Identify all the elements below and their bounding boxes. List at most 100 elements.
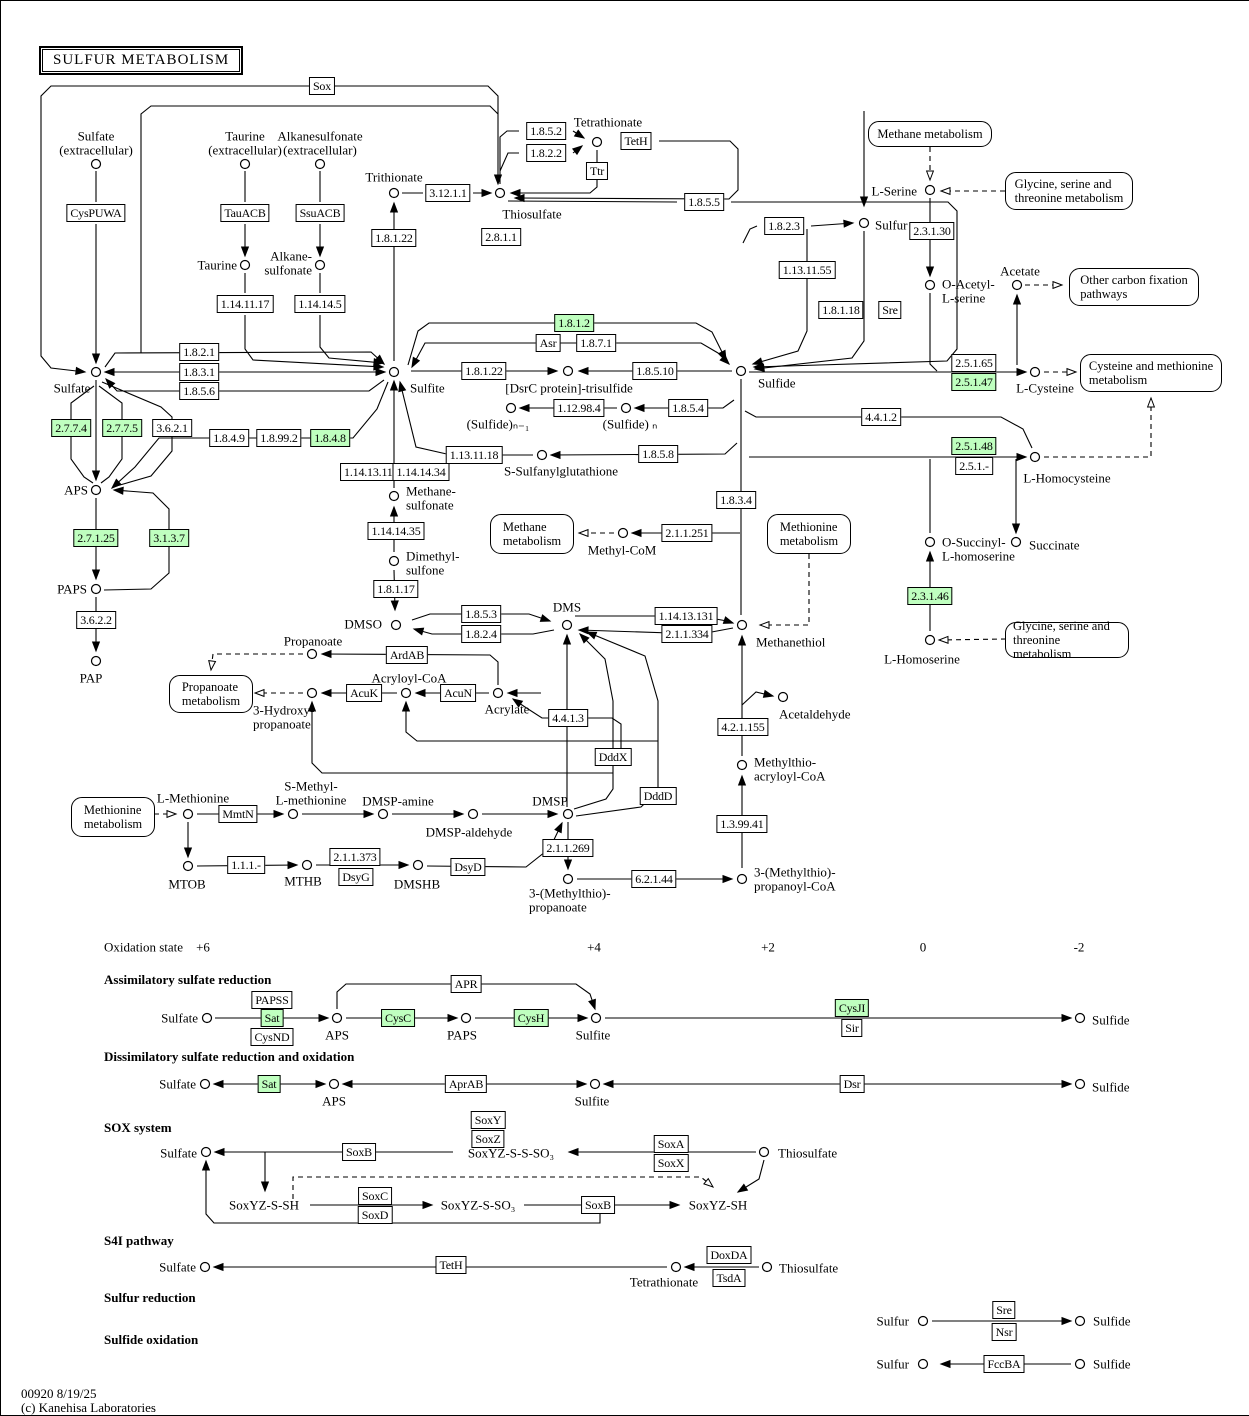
enzyme-box-1-8-1-22[interactable]: 1.8.1.22 xyxy=(371,229,417,247)
pathway-link-box-propanoate[interactable]: Propanoate metabolism xyxy=(169,675,253,713)
enzyme-box-ssuacb[interactable]: SsuACB xyxy=(295,204,345,222)
enzyme-box-teth[interactable]: TetH xyxy=(620,132,652,150)
enzyme-box-1-8-2-1[interactable]: 1.8.2.1 xyxy=(179,343,219,361)
enzyme-box-1-8-5-5[interactable]: 1.8.5.5 xyxy=(684,193,724,211)
compound-node[interactable] xyxy=(467,808,479,820)
enzyme-box-ardab[interactable]: ArdAB xyxy=(385,646,429,664)
pathway-link-box-glycine-serine-and[interactable]: Glycine, serine and threonine metabolism xyxy=(1005,619,1129,661)
enzyme-box-tauacb[interactable]: TauACB xyxy=(220,204,270,222)
compound-node[interactable] xyxy=(182,808,194,820)
enzyme-box-3-12-1-1[interactable]: 3.12.1.1 xyxy=(425,184,471,202)
compound-node[interactable] xyxy=(1074,1078,1086,1090)
compound-node[interactable] xyxy=(924,634,936,646)
compound-node[interactable] xyxy=(301,859,313,871)
enzyme-box-2-5-1-65[interactable]: 2.5.1.65 xyxy=(951,354,997,372)
enzyme-box-1-8-3-4[interactable]: 1.8.3.4 xyxy=(716,491,756,509)
enzyme-box-2-1-1-269[interactable]: 2.1.1.269 xyxy=(542,839,594,857)
compound-node[interactable] xyxy=(1029,366,1041,378)
compound-node[interactable] xyxy=(1010,536,1022,548)
enzyme-box-1-13-11-55[interactable]: 1.13.11.55 xyxy=(778,261,836,279)
pathway-link-box-methane[interactable]: Methane metabolism xyxy=(490,514,574,554)
compound-node[interactable] xyxy=(331,1012,343,1024)
enzyme-box-1-8-5-3[interactable]: 1.8.5.3 xyxy=(461,605,501,623)
compound-node[interactable] xyxy=(617,527,629,539)
compound-node[interactable] xyxy=(90,655,102,667)
compound-node[interactable] xyxy=(306,687,318,699)
enzyme-box-nsr[interactable]: Nsr xyxy=(991,1323,1017,1341)
enzyme-box-1-14-14-34[interactable]: 1.14.14.34 xyxy=(392,463,450,481)
enzyme-box-3-6-2-2[interactable]: 3.6.2.2 xyxy=(76,611,116,629)
compound-node[interactable] xyxy=(670,1261,682,1273)
enzyme-box-2-5-1-48[interactable]: 2.5.1.48 xyxy=(951,437,997,455)
compound-node[interactable] xyxy=(239,259,251,271)
compound-node[interactable] xyxy=(1074,1012,1086,1024)
enzyme-box-dsyd[interactable]: DsyD xyxy=(450,858,486,876)
compound-node[interactable] xyxy=(620,402,632,414)
compound-node[interactable] xyxy=(505,402,517,414)
enzyme-box-1-8-5-10[interactable]: 1.8.5.10 xyxy=(632,362,678,380)
compound-node[interactable] xyxy=(199,1261,211,1273)
compound-node[interactable] xyxy=(924,279,936,291)
enzyme-box-2-3-1-46[interactable]: 2.3.1.46 xyxy=(907,587,953,605)
compound-node[interactable] xyxy=(239,158,251,170)
enzyme-box-cysc[interactable]: CysC xyxy=(381,1009,415,1027)
enzyme-box-tsda[interactable]: TsdA xyxy=(712,1269,746,1287)
enzyme-box-sox[interactable]: Sox xyxy=(308,77,336,95)
enzyme-box-1-8-5-4[interactable]: 1.8.5.4 xyxy=(668,399,708,417)
compound-node[interactable] xyxy=(1074,1358,1086,1370)
compound-node[interactable] xyxy=(858,217,870,229)
compound-node[interactable] xyxy=(390,619,402,631)
compound-node[interactable] xyxy=(736,619,748,631)
compound-node[interactable] xyxy=(561,619,573,631)
pathway-link-box-glycine-serine-and[interactable]: Glycine, serine and threonine metabolism xyxy=(1005,172,1133,210)
compound-node[interactable] xyxy=(200,1146,212,1158)
compound-node[interactable] xyxy=(1011,279,1023,291)
enzyme-box-dddd[interactable]: DddD xyxy=(639,787,677,805)
compound-node[interactable] xyxy=(460,1012,472,1024)
enzyme-box-1-8-2-3[interactable]: 1.8.2.3 xyxy=(764,217,804,235)
enzyme-box-2-7-7-5[interactable]: 2.7.7.5 xyxy=(102,419,142,437)
compound-node[interactable] xyxy=(201,1012,213,1024)
enzyme-box-apr[interactable]: APR xyxy=(450,975,482,993)
enzyme-box-1-8-5-2[interactable]: 1.8.5.2 xyxy=(526,122,566,140)
compound-node[interactable] xyxy=(314,259,326,271)
pathway-link-box-methionine[interactable]: Methionine metabolism xyxy=(767,514,851,554)
compound-node[interactable] xyxy=(388,555,400,567)
enzyme-box-3-6-2-1[interactable]: 3.6.2.1 xyxy=(152,419,192,437)
compound-node[interactable] xyxy=(388,366,400,378)
enzyme-box-sat[interactable]: Sat xyxy=(257,1075,281,1093)
compound-node[interactable] xyxy=(777,691,789,703)
enzyme-box-dsr[interactable]: Dsr xyxy=(839,1075,865,1093)
enzyme-box-1-8-7-1[interactable]: 1.8.7.1 xyxy=(576,334,616,352)
enzyme-box-sir[interactable]: Sir xyxy=(841,1019,863,1037)
compound-node[interactable] xyxy=(735,365,747,377)
compound-node[interactable] xyxy=(90,583,102,595)
compound-node[interactable] xyxy=(590,1012,602,1024)
enzyme-box-2-5-1[interactable]: 2.5.1.- xyxy=(955,457,993,475)
enzyme-box-1-8-5-6[interactable]: 1.8.5.6 xyxy=(179,382,219,400)
pathway-link-box-methane-metabolism[interactable]: Methane metabolism xyxy=(868,121,992,147)
enzyme-box-soxa[interactable]: SoxA xyxy=(653,1135,689,1153)
compound-node[interactable] xyxy=(199,1078,211,1090)
pathway-link-box-other-carbon-fixation[interactable]: Other carbon fixation pathways xyxy=(1069,268,1199,306)
enzyme-box-1-14-14-5[interactable]: 1.14.14.5 xyxy=(294,295,346,313)
enzyme-box-1-8-1-18[interactable]: 1.8.1.18 xyxy=(818,301,864,319)
enzyme-box-sat[interactable]: Sat xyxy=(260,1009,284,1027)
enzyme-box-fccba[interactable]: FccBA xyxy=(983,1355,1025,1373)
enzyme-box-2-5-1-47[interactable]: 2.5.1.47 xyxy=(951,373,997,391)
enzyme-box-4-4-1-2[interactable]: 4.4.1.2 xyxy=(861,408,901,426)
enzyme-box-4-2-1-155[interactable]: 4.2.1.155 xyxy=(717,718,769,736)
enzyme-box-aprab[interactable]: AprAB xyxy=(444,1075,488,1093)
compound-node[interactable] xyxy=(90,158,102,170)
compound-node[interactable] xyxy=(562,808,574,820)
enzyme-box-1-14-13-131[interactable]: 1.14.13.131 xyxy=(654,607,718,625)
enzyme-box-ttr[interactable]: Ttr xyxy=(585,162,609,180)
enzyme-box-soxx[interactable]: SoxX xyxy=(653,1154,689,1172)
enzyme-box-dsyg[interactable]: DsyG xyxy=(338,868,374,886)
enzyme-box-1-8-2-4[interactable]: 1.8.2.4 xyxy=(461,625,501,643)
enzyme-box-2-8-1-1[interactable]: 2.8.1.1 xyxy=(481,228,521,246)
compound-node[interactable] xyxy=(314,158,326,170)
enzyme-box-doxda[interactable]: DoxDA xyxy=(706,1246,752,1264)
compound-node[interactable] xyxy=(1029,451,1041,463)
compound-node[interactable] xyxy=(182,860,194,872)
